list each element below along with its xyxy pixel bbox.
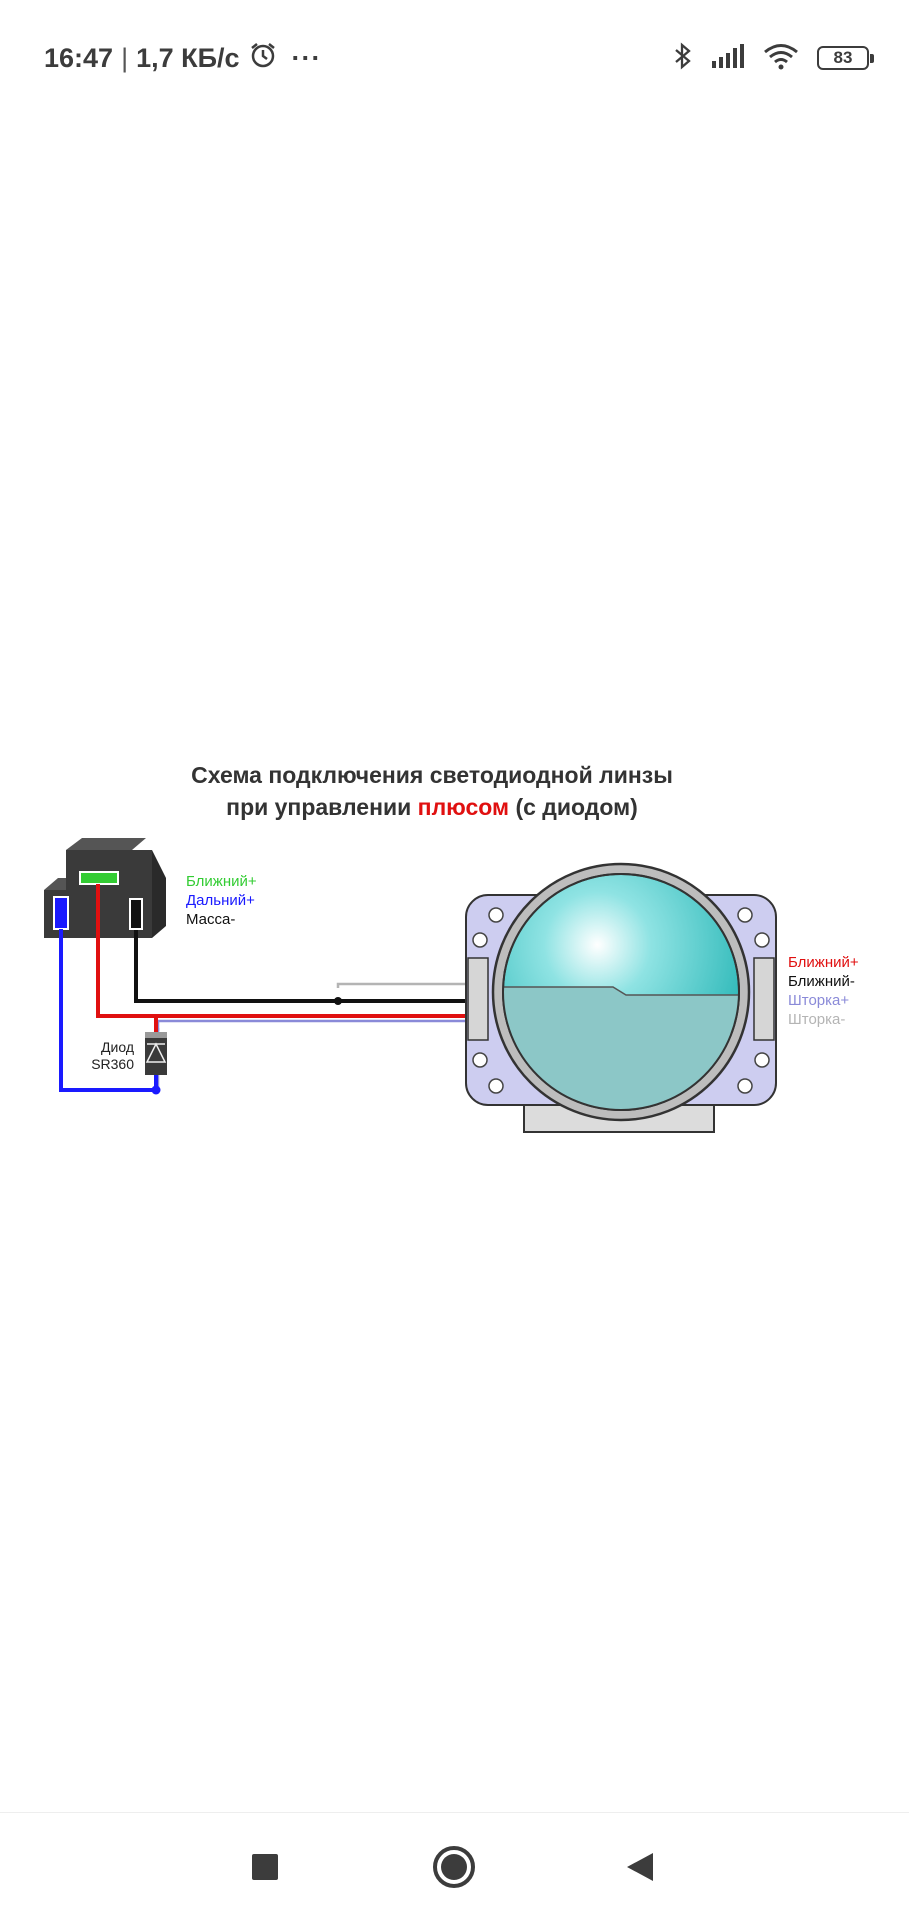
status-left: 16:47 | 1,7 КБ/с ··· — [44, 40, 322, 76]
back-triangle-icon — [627, 1853, 653, 1881]
home-circle-icon — [433, 1846, 475, 1888]
recents-button[interactable] — [241, 1843, 289, 1891]
lens-module — [465, 862, 777, 1133]
recents-square-icon — [252, 1854, 278, 1880]
bluetooth-icon — [673, 41, 693, 76]
wire-ground — [134, 930, 470, 1003]
battery-icon: 83 — [817, 46, 874, 70]
diagram-title-line1: Схема подключения светодиодной линзы — [191, 762, 673, 788]
mounting-holes — [472, 907, 770, 1094]
clock: 16:47 — [44, 42, 114, 73]
label-high-beam-plus: Дальний+ — [186, 892, 255, 909]
wiring-diagram: Схема подключения светодиодной линзы при… — [0, 740, 909, 1160]
lens-label-shutter-plus: Шторка+ — [788, 992, 849, 1009]
more-indicator: ··· — [291, 42, 322, 73]
label-low-beam-plus: Ближний+ — [186, 873, 257, 890]
wire-low-beam — [96, 884, 470, 1018]
connector-block — [44, 838, 166, 938]
connector-pin-ground — [129, 898, 143, 930]
wire-junction-ground — [334, 997, 342, 1005]
lens-label-low-plus: Ближний+ — [788, 954, 859, 971]
lens-label-shutter-minus: Шторка- — [788, 1011, 845, 1028]
diagram-canvas: Схема подключения светодиодной линзы при… — [44, 762, 859, 1133]
lens-label-low-minus: Ближний- — [788, 973, 855, 990]
wire-high-beam — [59, 929, 156, 1092]
alarm-icon — [248, 40, 278, 77]
wire-shutter-plus-upper — [156, 1019, 470, 1031]
label-ground: Масса- — [186, 911, 235, 928]
title-line2-prefix: при управлении — [226, 794, 418, 820]
wifi-icon — [763, 42, 799, 75]
diode-label: Диод — [101, 1039, 134, 1055]
connector-pin-low — [79, 871, 119, 885]
status-separator: | — [121, 42, 129, 73]
connector-pin-high — [53, 896, 69, 930]
wire-shutter-minus — [336, 982, 470, 988]
home-button[interactable] — [430, 1843, 478, 1891]
navigation-bar — [0, 1812, 909, 1921]
status-bar: 16:47 | 1,7 КБ/с ··· — [0, 0, 909, 116]
diode-model-label: SR360 — [91, 1056, 134, 1072]
title-line2-suffix: (с диодом) — [509, 794, 638, 820]
signal-icon — [711, 43, 745, 74]
status-right: 83 — [673, 40, 874, 76]
battery-level: 83 — [833, 48, 853, 67]
back-button[interactable] — [616, 1843, 664, 1891]
title-line2-highlight: плюсом — [418, 794, 509, 820]
diode — [145, 1032, 167, 1090]
diagram-title-line2: при управлении плюсом (с диодом) — [226, 794, 638, 820]
network-speed: 1,7 КБ/с — [136, 42, 240, 73]
